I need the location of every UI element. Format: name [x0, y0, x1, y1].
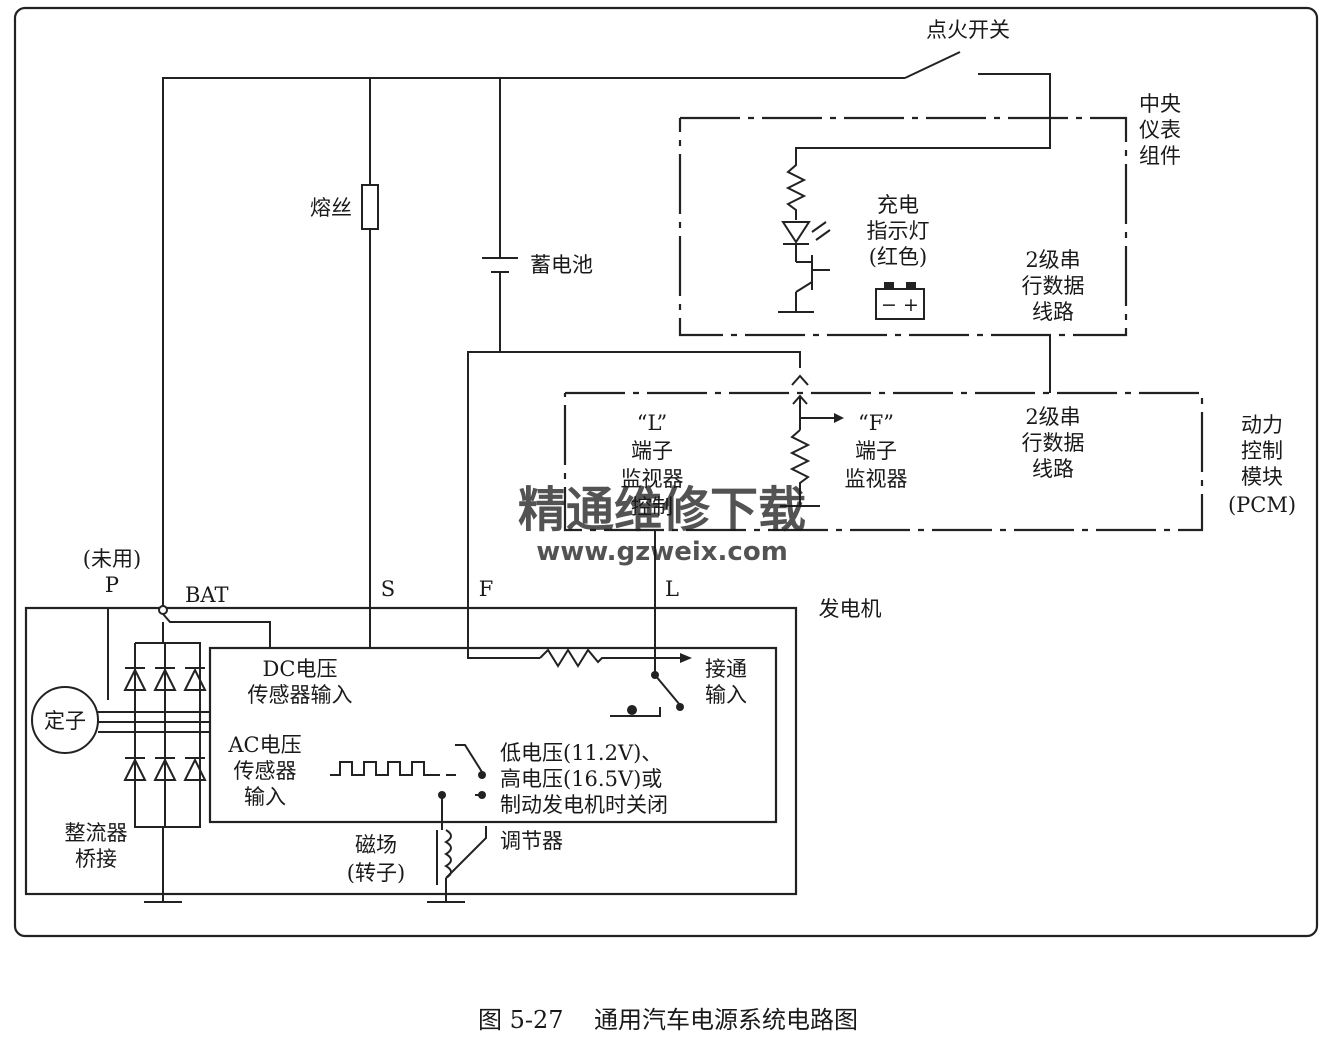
cluster-label-2: 仪表 — [1139, 118, 1181, 142]
serial-data-1-label-3: 线路 — [1032, 300, 1074, 324]
serial-data-1-label-2: 行数据 — [1022, 274, 1085, 298]
lamp-resistor — [785, 155, 807, 220]
regulator-box — [208, 646, 778, 824]
led-ray-1 — [811, 221, 827, 233]
f-monitor-input — [791, 374, 809, 386]
ac-sensor-label-2: 传感器 — [234, 759, 297, 783]
serial-data-2-label-3: 线路 — [1032, 457, 1074, 481]
regulator-resistor — [539, 648, 680, 668]
serial-data-2-label-2: 行数据 — [1022, 431, 1085, 455]
generator-label: 发电机 — [819, 597, 882, 621]
transistor-emitter — [795, 281, 813, 293]
pcm-label-4: (PCM) — [1228, 493, 1296, 517]
ac-sensor-label-1: AC电压 — [227, 733, 301, 757]
f-monitor-branch-arrow — [834, 413, 844, 423]
serial-data-1-label-1: 2级串 — [1025, 248, 1080, 272]
led-ray-2 — [815, 229, 831, 241]
switch-note-line-1: 低电压(11.2V)、 — [500, 741, 662, 765]
ignition-switch-blade — [904, 51, 961, 79]
s-terminal-label: S — [381, 577, 395, 601]
field-label-2: (转子) — [347, 861, 405, 885]
unused-p-label-1: (未用) — [83, 547, 141, 571]
serial-data-2-label-1: 2级串 — [1025, 405, 1080, 429]
l-monitor-label-3: 监视器 — [621, 467, 684, 491]
turn-on-node-2 — [676, 703, 684, 711]
charge-lamp-label-1: 充电 — [877, 193, 919, 217]
bat-terminal-node — [158, 605, 168, 615]
rectifier-label-2: 桥接 — [75, 847, 117, 871]
ignition-switch-label: 点火开关 — [926, 18, 1010, 42]
pcm-label-3: 模块 — [1241, 465, 1283, 489]
turn-on-contact — [610, 707, 661, 717]
cluster-box — [678, 116, 1128, 337]
f-monitor-label-3: 监视器 — [845, 467, 908, 491]
dc-sensor-label-2: 传感器输入 — [248, 683, 353, 707]
turn-on-contact-dot — [627, 705, 637, 715]
l-monitor-label-1: “L” — [637, 411, 667, 435]
f-terminal-label: F — [479, 577, 494, 601]
rectifier-label-1: 整流器 — [65, 821, 128, 845]
f-monitor-label-2: 端子 — [855, 439, 897, 463]
switch-note-line-3: 制动发电机时关闭 — [500, 793, 668, 817]
unused-p-label-2: P — [105, 573, 119, 597]
pcm-label-2: 控制 — [1241, 439, 1283, 463]
ignition-to-cluster-wire — [795, 73, 1051, 155]
cluster-label-1: 中央 — [1139, 92, 1181, 116]
bat-terminal-label: BAT — [185, 583, 228, 607]
fuse-label: 熔丝 — [310, 196, 352, 220]
l-monitor-label-2: 端子 — [631, 439, 673, 463]
switch-note-line-2: 高电压(16.5V)或 — [500, 767, 662, 791]
pcm-label-1: 动力 — [1241, 413, 1283, 437]
f-monitor-label-1: “F” — [858, 411, 894, 435]
led-diode-icon — [781, 221, 811, 244]
outer-frame — [13, 6, 1319, 938]
generator-box — [24, 606, 798, 896]
ac-sensor-label-3: 输入 — [244, 785, 286, 809]
f-wire — [467, 351, 801, 659]
charge-lamp-label-2: 指示灯 — [867, 219, 930, 243]
field-switch-node-2 — [478, 791, 486, 799]
battery-symbol-text: − + — [881, 294, 919, 316]
turn-on-blade — [654, 674, 681, 706]
battery-label: 蓄电池 — [530, 253, 593, 277]
figure-caption: 图 5-27 通用汽车电源系统电路图 — [478, 1006, 858, 1034]
battery-warning-icon: − + — [875, 282, 925, 320]
f-monitor-arrowhead — [792, 394, 808, 405]
field-coil-icon — [444, 826, 487, 879]
cluster-label-3: 组件 — [1139, 144, 1181, 168]
charge-lamp-label-3: (红色) — [869, 245, 927, 269]
watermark-cn: 精通维修下载 — [518, 482, 806, 538]
turn-on-arrow — [680, 653, 692, 663]
field-label-1: 磁场 — [355, 833, 397, 857]
bat-inner-wire — [162, 613, 271, 648]
watermark-url: www.gzweix.com — [536, 537, 788, 567]
field-switch-node-1 — [478, 771, 486, 779]
stator-symbol — [31, 686, 99, 754]
pcm-box — [563, 391, 1204, 532]
dc-sensor-label-1: DC电压 — [263, 657, 338, 681]
ignition-feed-wire — [162, 77, 905, 610]
field-switch-bar — [455, 744, 483, 773]
ac-square-wave — [330, 761, 440, 776]
regulator-label: 调节器 — [500, 829, 563, 853]
stator-label: 定子 — [44, 709, 86, 733]
fuse-symbol — [361, 184, 379, 230]
turn-on-label-1: 接通 — [705, 657, 747, 681]
pcm-resistor — [789, 429, 811, 506]
l-terminal-label: L — [665, 577, 679, 601]
l-monitor-label-4: 控制 — [631, 495, 673, 519]
rectifier-frame — [134, 642, 201, 828]
turn-on-label-2: 输入 — [705, 683, 747, 707]
